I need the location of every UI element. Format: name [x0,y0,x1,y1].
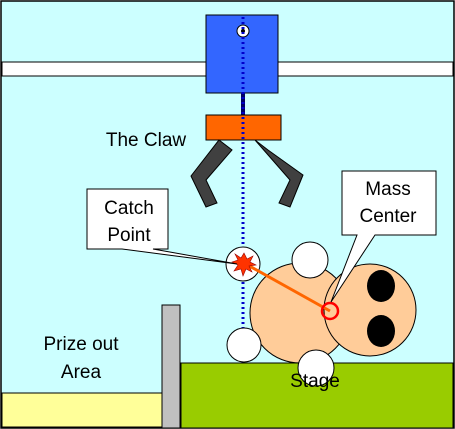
prize-out-area [1,392,163,428]
catch-point-label-line1: Catch [104,198,154,219]
claw-finger-left [190,139,233,208]
catch-point-label-line2: Point [107,225,151,246]
claw-label: The Claw [106,130,187,151]
toy-ball-bottom-left [226,327,262,363]
toy-ball-bottom-right [297,349,335,387]
stage-platform [180,362,454,429]
prize-out-label-line2: Area [61,362,102,383]
catch-to-mass-line [243,261,331,313]
mass-center-label-line1: Mass [365,179,410,200]
stage-label: Stage [290,371,340,392]
claw-finger-right [254,139,304,208]
divider-wall [161,304,181,429]
prize-out-label-line1: Prize out [44,334,120,355]
mass-center-callout [330,170,437,303]
toy-prize [225,241,417,387]
toy-eye-upper [367,270,395,302]
mass-center-label-line2: Center [359,206,417,227]
toy-ball-top [291,241,329,279]
catch-point-callout [86,188,238,265]
circle-target-icon [320,301,340,321]
star-burst-icon [231,252,257,277]
toy-eye-lower [367,315,395,347]
